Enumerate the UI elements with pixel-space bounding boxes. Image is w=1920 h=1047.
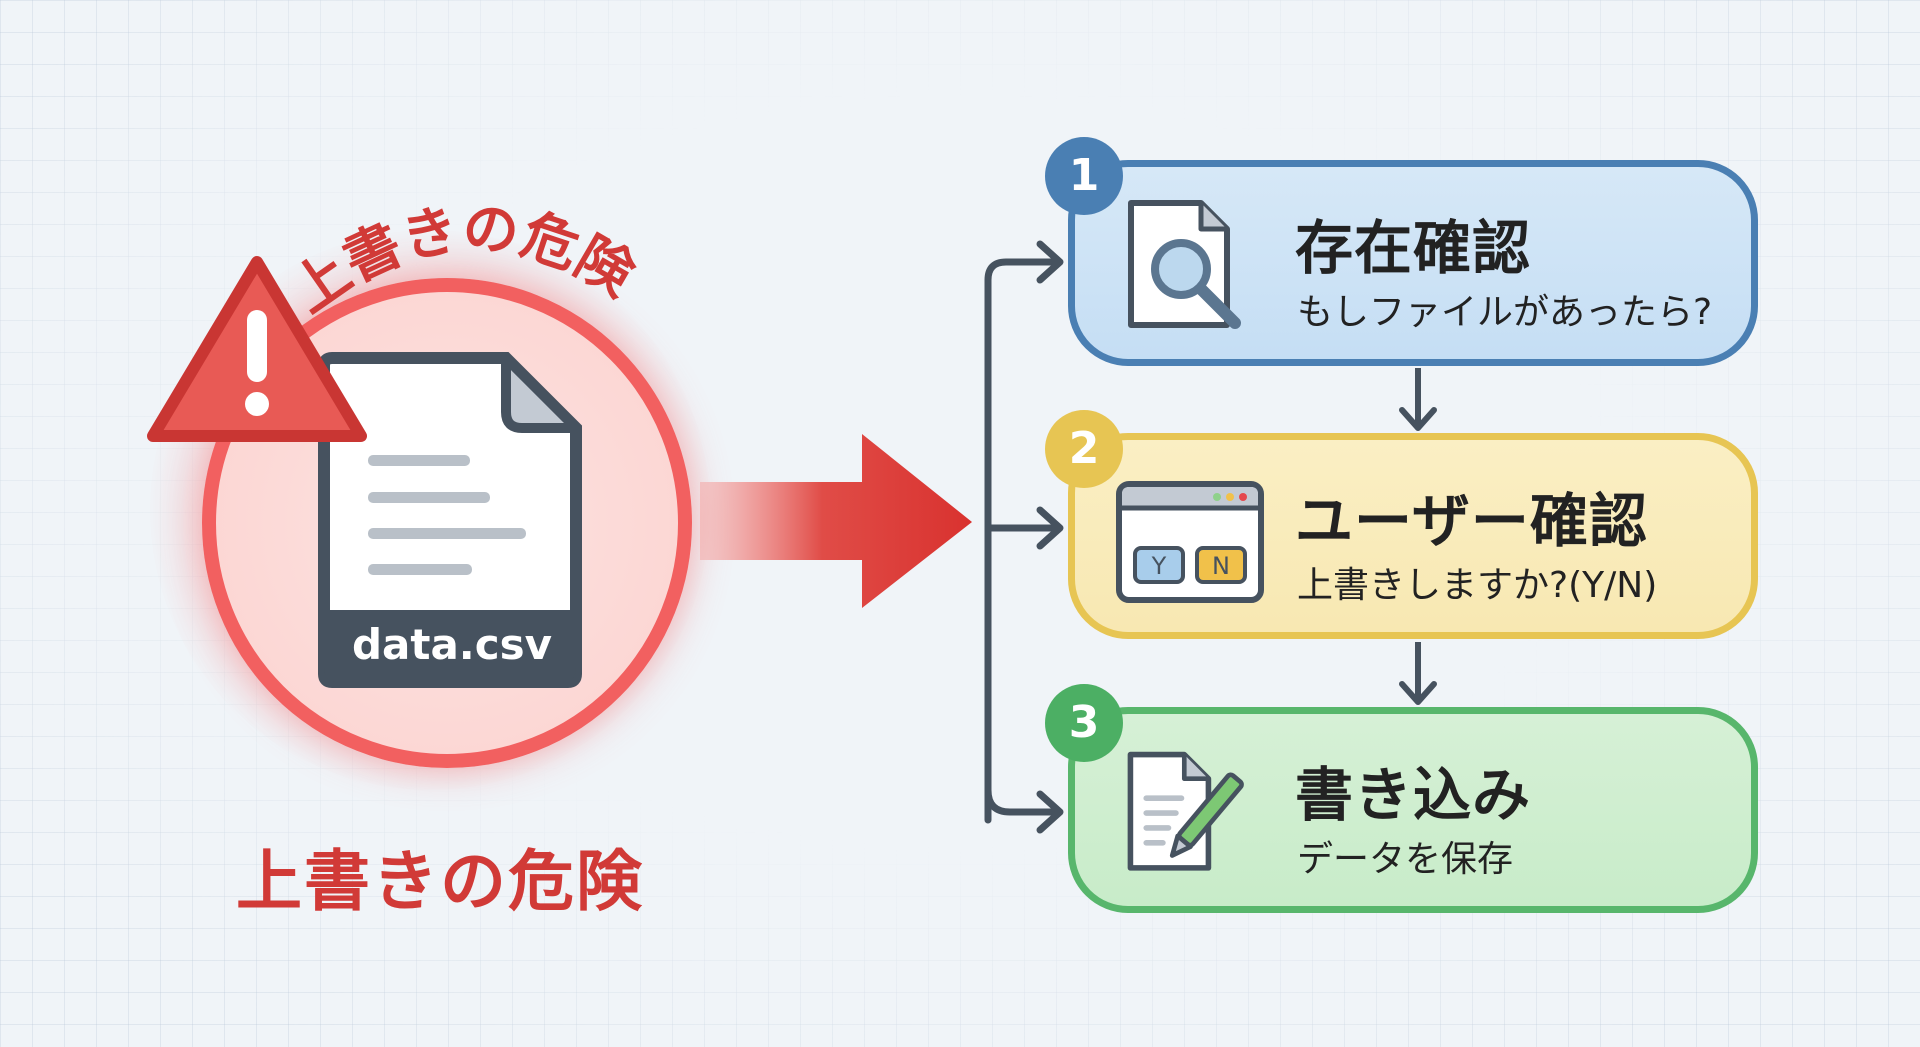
step-user-confirm: 2 Y N ユーザー確認 上書きしますか?(Y/N) — [1045, 410, 1758, 639]
file-search-icon — [1128, 200, 1241, 329]
branch-connector — [984, 240, 1064, 834]
step-title: 存在確認 — [1295, 214, 1532, 282]
step-number-badge: 3 — [1045, 684, 1123, 762]
step-title: ユーザー確認 — [1295, 487, 1648, 555]
step-write: 3 書き込み データを保存 — [1045, 684, 1758, 913]
warning-triangle-icon — [147, 256, 367, 442]
dialog-yes-label: Y — [1151, 552, 1167, 580]
step-subtitle: 上書きしますか?(Y/N) — [1297, 565, 1658, 606]
step-subtitle: データを保存 — [1297, 839, 1514, 880]
dialog-no-label: N — [1212, 552, 1230, 580]
step-title: 書き込み — [1295, 761, 1532, 829]
step-number-badge: 1 — [1045, 137, 1123, 215]
down-arrow-icon — [1399, 642, 1437, 705]
file-edit-icon — [1127, 751, 1244, 871]
file-name-label: data.csv — [351, 620, 553, 669]
step-existence-check: 1 存在確認 もしファイルがあったら? — [1045, 137, 1758, 366]
down-arrow-icon — [1399, 368, 1437, 431]
step-subtitle: もしファイルがあったら? — [1297, 292, 1713, 333]
arc-warning-text: 上書きの危険 — [290, 196, 646, 320]
dialog-window-icon: Y N — [1116, 481, 1264, 603]
step-number-badge: 2 — [1045, 410, 1123, 488]
csv-file-icon — [318, 352, 582, 688]
danger-title: 上書きの危険 — [236, 843, 644, 920]
flow-arrow-icon — [700, 434, 972, 608]
